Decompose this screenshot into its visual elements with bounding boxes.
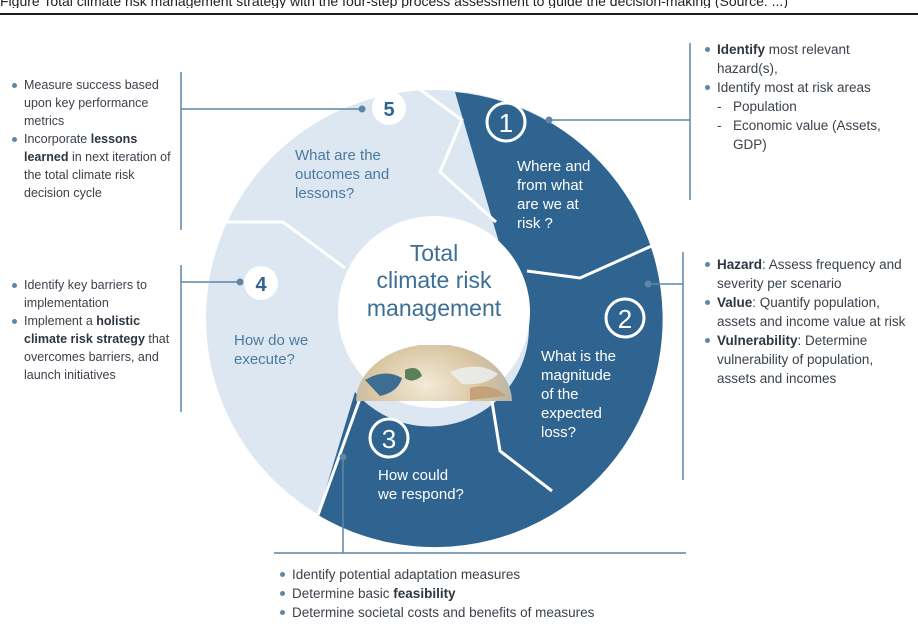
step-3-note-item: Identify potential adaptation measures xyxy=(278,565,698,584)
step-3-note-bold: feasibility xyxy=(393,586,456,601)
step-2-note-bold: Value xyxy=(717,295,753,310)
step-1-question-line: Where and xyxy=(517,158,590,175)
step-4-question: How do we execute? xyxy=(234,332,312,368)
step-1-note-bold: Identify xyxy=(717,42,766,57)
step-2-question-line: loss? xyxy=(541,424,576,441)
step-1-note-text: most relevant hazard(s), xyxy=(717,42,850,76)
step-3-question-line: How could xyxy=(378,467,448,484)
caption-rule xyxy=(0,13,918,15)
step-5-note-item: Measure success based upon key performan… xyxy=(10,76,178,130)
step-5-note-text: Measure success based upon key performan… xyxy=(24,78,159,128)
step-4-badge: 4 xyxy=(244,266,278,300)
step-2-note-bold: Vulnerability xyxy=(717,333,798,348)
step-4-question-line: execute? xyxy=(234,351,295,368)
step-1-question: Where and from what are we at risk ? xyxy=(517,158,595,232)
step-1-note-subtext: Economic value (Assets, GDP) xyxy=(733,118,881,152)
step-1-question-line: are we at xyxy=(517,196,580,213)
step-1-note-item: Identify most relevant hazard(s), xyxy=(703,40,913,78)
step-4-note-item: Implement a holistic climate risk strate… xyxy=(10,312,178,384)
step-1-note-subtext: Population xyxy=(733,99,797,114)
step-2-note-item: Hazard: Assess frequency and severity pe… xyxy=(703,255,915,293)
separator-4-5 xyxy=(216,220,346,270)
step-1-notes: Identify most relevant hazard(s), Identi… xyxy=(703,40,913,154)
step-2-question-line: expected xyxy=(541,405,602,422)
step-3-note-text: Determine basic xyxy=(292,586,394,601)
step-5-number: 5 xyxy=(383,99,394,121)
step-5-question-line: lessons? xyxy=(295,185,354,202)
center-title-line1: Total xyxy=(410,240,459,266)
step-2-question: What is the magnitude of the expected lo… xyxy=(541,348,620,441)
separator-1-2 xyxy=(526,238,666,280)
step-3-badge: 3 xyxy=(368,417,410,459)
step-5-note-item: Incorporate lessons learned in next iter… xyxy=(10,130,178,202)
step-3-number: 3 xyxy=(382,424,396,454)
step-5-question: What are the outcomes and lessons? xyxy=(295,147,393,202)
step-3-note-item: Determine basic feasibility xyxy=(278,584,698,603)
step-3-note-text: Determine societal costs and benefits of… xyxy=(292,605,595,620)
step-2-note-text: : Determine vulnerability of population,… xyxy=(717,333,874,386)
connector-3-dot xyxy=(339,453,347,461)
step-5-note-bold: lessons learned xyxy=(24,132,138,164)
step-1-note-item: Identify most at risk areas xyxy=(703,78,913,97)
step-1-number: 1 xyxy=(499,108,513,138)
step-2-note-text: : Assess frequency and severity per scen… xyxy=(717,257,902,291)
connector-2-dot xyxy=(644,280,652,288)
step-5-badge: 5 xyxy=(372,91,406,125)
step-2-notes: Hazard: Assess frequency and severity pe… xyxy=(703,255,915,388)
step-4-question-line: How do we xyxy=(234,332,308,349)
step-2-number: 2 xyxy=(618,304,632,334)
figure-caption: Figure Total climate risk management str… xyxy=(0,0,788,8)
step-1-note-text: Identify most at risk areas xyxy=(717,80,871,95)
step-4-notes: Identify key barriers to implementation … xyxy=(10,276,178,384)
globe-illustration xyxy=(356,345,512,401)
step-1-question-line: from what xyxy=(517,177,584,194)
step-5-note-text: in next iteration of the total climate r… xyxy=(24,150,171,200)
center-title-line2: climate risk xyxy=(376,267,492,293)
step-4-note-bold: holistic climate risk strategy xyxy=(24,314,145,346)
step-4-note-text: that overcomes barriers, and launch init… xyxy=(24,332,170,382)
connector-5-dot xyxy=(358,105,366,113)
step-1-note-subitem: -Economic value (Assets, GDP) xyxy=(717,118,881,152)
step-2-note-item: Value: Quantify population, assets and i… xyxy=(703,293,915,331)
separator-5-1 xyxy=(417,86,497,224)
step-2-badge: 2 xyxy=(604,297,646,339)
step-2-question-line: of the xyxy=(541,386,579,403)
step-4-note-item: Identify key barriers to implementation xyxy=(10,276,178,312)
step-2-question-line: What is the xyxy=(541,348,616,365)
step-2-note-text: : Quantify population, assets and income… xyxy=(717,295,906,329)
step-1-note-subitem: -Population xyxy=(717,99,797,114)
step-2-question-line: magnitude xyxy=(541,367,611,384)
step-3-note-item: Determine societal costs and benefits of… xyxy=(278,603,698,622)
step-5-question-line: What are the xyxy=(295,147,381,164)
separator-3-4 xyxy=(316,392,364,516)
step-3-note-text: Identify potential adaptation measures xyxy=(292,567,521,582)
step-1-badge: 1 xyxy=(485,101,527,143)
connector-4-dot xyxy=(236,278,244,286)
connector-1-dot xyxy=(545,116,553,124)
step-4-number: 4 xyxy=(255,274,267,296)
step-4-note-text: Identify key barriers to implementation xyxy=(24,278,147,310)
step-3-notes: Identify potential adaptation measures D… xyxy=(278,565,698,622)
step-4-note-text: Implement a xyxy=(24,314,97,328)
step-1-question-line: risk ? xyxy=(517,215,553,232)
step-5-question-line: outcomes and xyxy=(295,166,389,183)
step-3-question-line: we respond? xyxy=(377,486,464,503)
center-title-line3: management xyxy=(367,295,502,321)
cycle-ring-dark xyxy=(318,92,663,548)
step-2-note-item: Vulnerability: Determine vulnerability o… xyxy=(703,331,915,388)
step-5-note-text: Incorporate xyxy=(24,132,91,146)
step-2-note-bold: Hazard xyxy=(717,257,763,272)
step-3-question: How could we respond? xyxy=(377,467,464,503)
step-5-notes: Measure success based upon key performan… xyxy=(10,76,178,202)
